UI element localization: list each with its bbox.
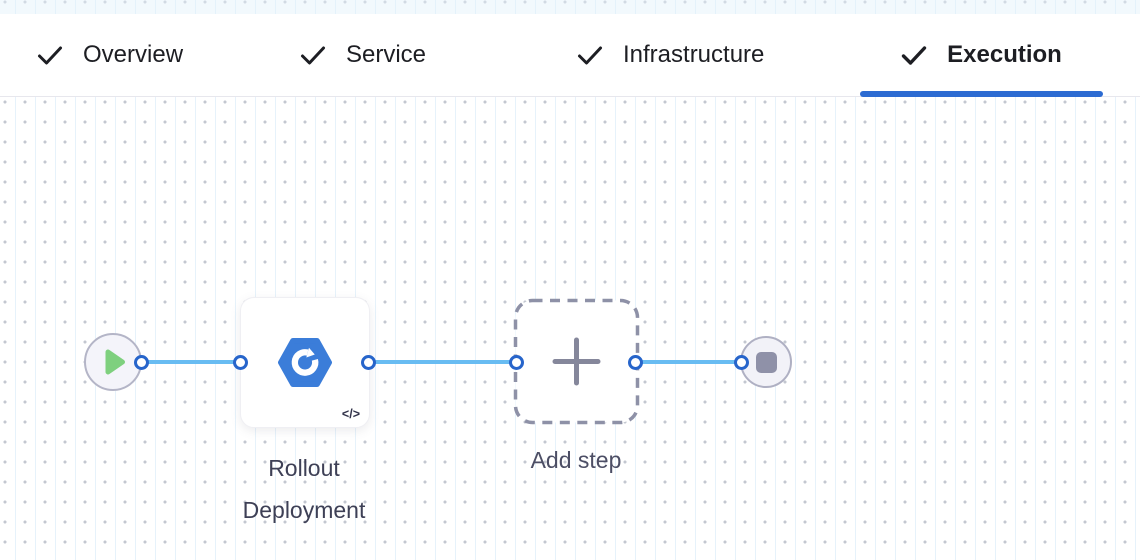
active-tab-underline (860, 91, 1103, 97)
pipeline-stage-tabbar: Overview Service Infrastructure Executio… (0, 14, 1140, 97)
tab-label: Execution (947, 41, 1062, 68)
plus-icon (552, 337, 601, 386)
stop-icon (755, 351, 777, 373)
tab-service[interactable]: Service (300, 14, 426, 96)
step-label: Rollout Deployment (242, 455, 366, 523)
add-step-node[interactable] (513, 298, 640, 425)
play-icon (105, 349, 125, 375)
connector-port[interactable] (134, 354, 149, 370)
yaml-code-badge[interactable]: </> (341, 407, 360, 421)
connector-port[interactable] (360, 354, 376, 370)
check-icon (301, 46, 325, 64)
connector-port[interactable] (508, 354, 524, 370)
tab-label: Infrastructure (623, 41, 765, 68)
tab-label: Service (346, 41, 427, 68)
check-icon (578, 46, 602, 64)
connector-port[interactable] (627, 354, 643, 370)
tab-execution[interactable]: Execution (860, 14, 1103, 97)
connector-step-to-addstep (368, 360, 516, 364)
pipeline-start-node[interactable] (84, 333, 142, 391)
connector-port[interactable] (232, 354, 248, 370)
connector-addstep-to-end (635, 360, 741, 364)
step-rollout-deployment[interactable]: </> (240, 297, 370, 428)
check-icon (38, 46, 62, 64)
kubernetes-rollout-icon (277, 338, 333, 387)
add-step-label: Add step (530, 447, 622, 473)
tab-infrastructure[interactable]: Infrastructure (577, 14, 764, 96)
canvas-top-strip (0, 0, 1140, 14)
connector-port[interactable] (733, 354, 749, 370)
tab-label: Overview (83, 41, 184, 68)
tab-overview[interactable]: Overview (37, 14, 183, 96)
check-icon (901, 45, 927, 65)
connector-start-to-step (141, 360, 240, 364)
